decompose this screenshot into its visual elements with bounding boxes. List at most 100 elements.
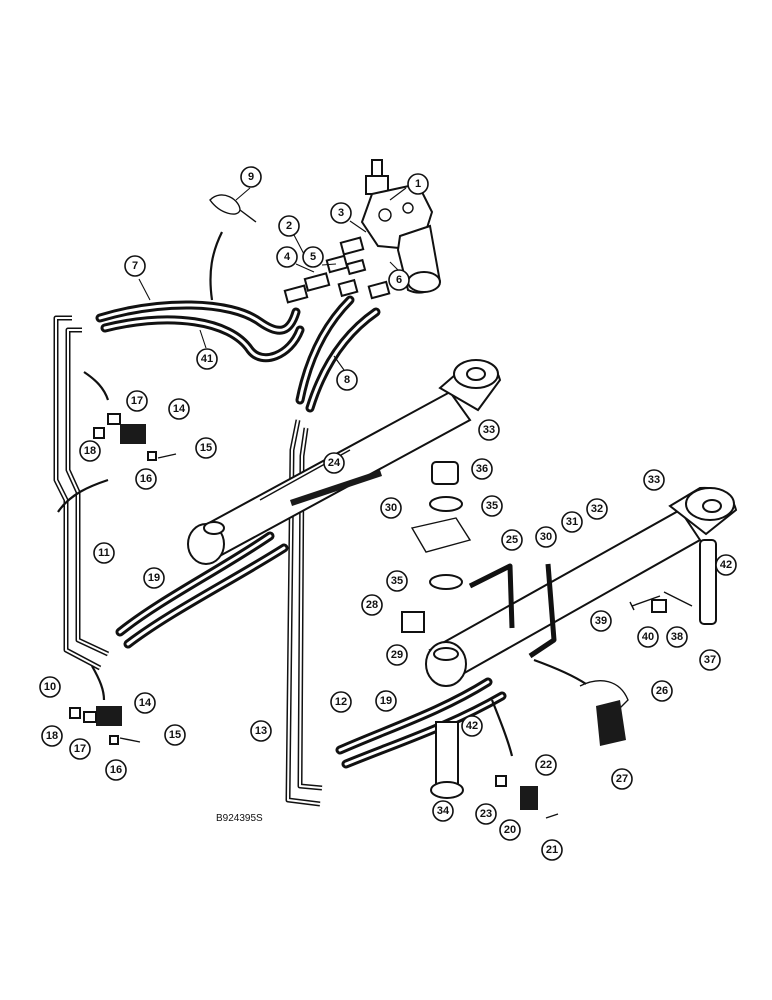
svg-text:20: 20 [504,824,516,836]
svg-text:18: 18 [84,445,96,457]
callout-31: 31 [561,511,583,533]
svg-text:24: 24 [328,457,341,469]
svg-text:34: 34 [437,805,450,817]
callout-16-lower: 16 [105,759,127,781]
svg-text:10: 10 [44,681,56,693]
svg-text:31: 31 [566,516,578,528]
callout-38: 38 [666,626,688,648]
callouts: 1 2 3 4 5 6 7 8 9 41 14 15 16 17 18 11 1… [39,166,737,861]
callout-15-lower: 15 [164,724,186,746]
callout-26: 26 [651,680,673,702]
callout-25: 25 [501,529,523,551]
svg-text:9: 9 [248,171,254,183]
callout-19-lower: 19 [375,690,397,712]
callout-29: 29 [386,644,408,666]
svg-text:12: 12 [335,696,347,708]
callout-10: 10 [39,676,61,698]
callout-42-right: 42 [715,554,737,576]
svg-text:11: 11 [98,547,110,559]
callout-34: 34 [432,800,454,822]
callout-39: 39 [590,610,612,632]
svg-text:36: 36 [476,463,488,475]
callout-20: 20 [499,819,521,841]
svg-text:25: 25 [506,534,518,546]
svg-text:15: 15 [200,442,212,454]
callout-19-left: 19 [143,567,165,589]
callout-18-upper: 18 [79,440,101,462]
svg-text:35: 35 [486,500,498,512]
callout-33-upper: 33 [478,419,500,441]
callout-23: 23 [475,803,497,825]
svg-text:30: 30 [540,531,552,543]
valve-fittings [283,236,391,304]
svg-text:39: 39 [595,615,607,627]
callout-41: 41 [196,348,218,370]
callout-4: 4 [276,246,298,268]
svg-text:13: 13 [255,725,267,737]
svg-text:33: 33 [648,474,660,486]
svg-text:22: 22 [540,759,552,771]
callout-14-upper: 14 [168,398,190,420]
callout-30-upper: 30 [380,497,402,519]
callout-5: 5 [302,246,324,268]
callout-32: 32 [586,498,608,520]
svg-text:6: 6 [396,274,402,286]
callout-24: 24 [323,452,345,474]
svg-text:16: 16 [140,473,152,485]
svg-text:19: 19 [380,695,392,707]
svg-text:15: 15 [169,729,181,741]
callout-16-upper: 16 [135,468,157,490]
callout-12: 12 [330,691,352,713]
svg-text:38: 38 [671,631,683,643]
upper-hoses [95,295,381,413]
svg-text:19: 19 [148,572,160,584]
callout-17-lower: 17 [69,738,91,760]
svg-text:5: 5 [310,251,316,263]
svg-text:29: 29 [391,649,403,661]
callout-2: 2 [278,215,300,237]
lower-hoses [115,531,507,769]
svg-text:17: 17 [131,395,143,407]
callout-18-lower: 18 [41,725,63,747]
callout-42-lower: 42 [461,715,483,737]
svg-text:41: 41 [201,353,213,365]
svg-text:32: 32 [591,503,603,515]
callout-11: 11 [93,542,115,564]
svg-text:40: 40 [642,631,654,643]
svg-text:7: 7 [132,260,138,272]
svg-text:14: 14 [173,403,186,415]
svg-text:3: 3 [338,207,344,219]
callout-35-upper: 35 [481,495,503,517]
assembly-arrows [57,231,587,757]
callout-37: 37 [699,649,721,671]
callout-36: 36 [471,458,493,480]
svg-text:4: 4 [284,251,291,263]
svg-text:1: 1 [415,178,421,190]
svg-text:35: 35 [391,575,403,587]
upper-steering-cylinder [187,359,502,565]
callout-33-lower: 33 [643,469,665,491]
callout-30-lower: 30 [535,526,557,548]
svg-text:16: 16 [110,764,122,776]
svg-text:23: 23 [480,808,492,820]
callout-40: 40 [637,626,659,648]
svg-text:37: 37 [704,654,716,666]
svg-text:14: 14 [139,697,152,709]
svg-text:33: 33 [483,424,495,436]
callout-6: 6 [388,269,410,291]
callout-1: 1 [407,173,429,195]
svg-text:30: 30 [385,502,397,514]
svg-text:21: 21 [546,844,558,856]
svg-text:2: 2 [286,220,292,232]
figure-code: B924395S [216,813,263,824]
svg-text:18: 18 [46,730,58,742]
callout-9: 9 [240,166,262,188]
small-parts [69,194,717,819]
svg-text:28: 28 [366,599,378,611]
svg-text:42: 42 [720,559,732,571]
callout-7: 7 [124,255,146,277]
svg-text:17: 17 [74,743,86,755]
callout-28: 28 [361,594,383,616]
